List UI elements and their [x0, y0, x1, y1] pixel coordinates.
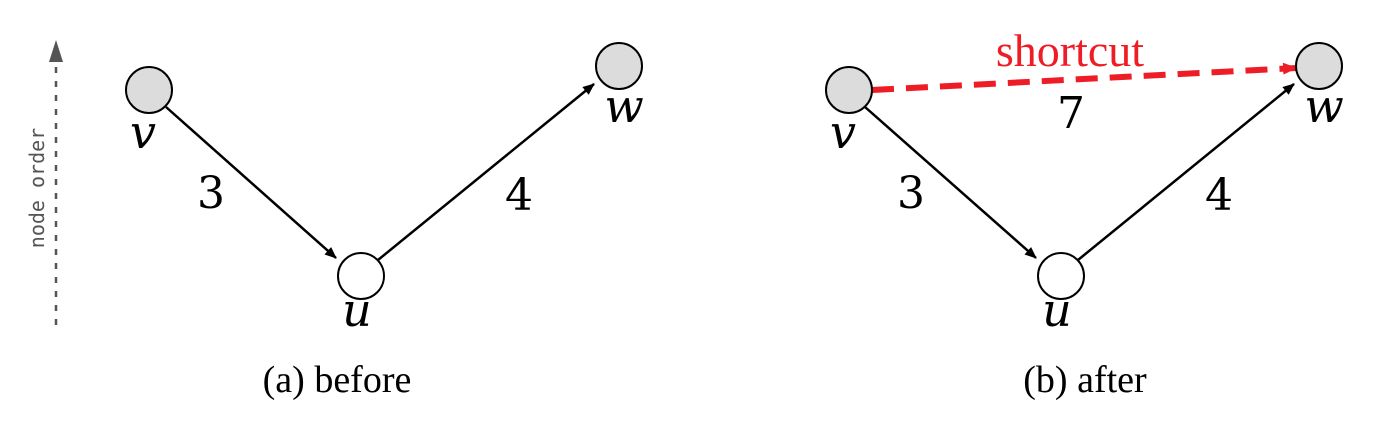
node-w [1295, 42, 1343, 90]
edge-u-to-w [377, 83, 595, 261]
shortcut-weight: 7 [1057, 88, 1085, 139]
edge-u-to-w [1077, 83, 1295, 261]
node-v [125, 66, 173, 114]
node-order-label-background [26, 92, 50, 284]
edge-u-w-weight: 4 [1205, 170, 1233, 221]
edge-v-u-weight: 3 [897, 168, 925, 219]
node-w-label: w [604, 79, 643, 133]
node-u [337, 252, 385, 300]
edge-u-w-weight: 4 [505, 170, 533, 221]
node-u-label: u [1042, 283, 1072, 337]
node-order-arrowhead-icon [49, 40, 63, 62]
shortcut-edge-v-to-w [871, 62, 1297, 93]
node-u-label: u [342, 283, 372, 337]
caption-after: (b) after [1023, 359, 1147, 401]
node-v-label: v [830, 105, 856, 159]
node-w [595, 42, 643, 90]
node-v-label: v [130, 105, 156, 159]
caption-before: (a) before [263, 359, 412, 401]
edge-v-to-u [864, 106, 1037, 259]
edge-v-to-u [165, 106, 337, 259]
node-order-label: node order [25, 128, 49, 248]
node-w-label: w [1304, 79, 1343, 133]
node-v [825, 66, 873, 114]
panel-before: v u w 3 4 (a) before [125, 42, 644, 401]
shortcut-label: shortcut [996, 25, 1144, 76]
panel-after: v u w 3 4 shortcut 7 (b) after [825, 25, 1344, 401]
node-order-axis: node order [25, 40, 63, 325]
node-u [1037, 252, 1085, 300]
edge-v-u-weight: 3 [197, 168, 225, 219]
